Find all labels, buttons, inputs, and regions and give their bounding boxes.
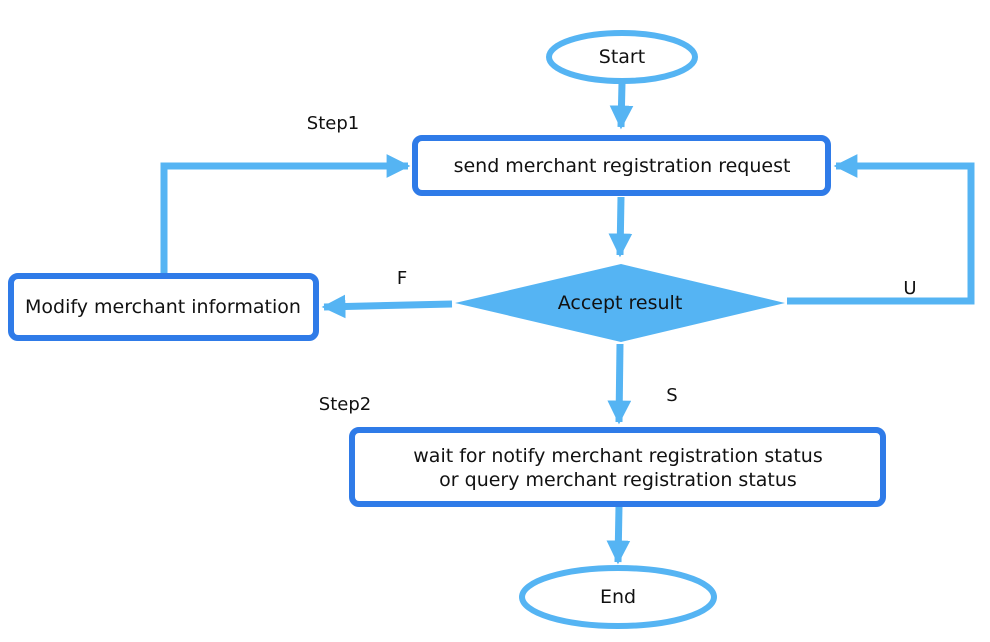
branch-unknown-label: U [903,278,916,299]
modify-info-label: Modify merchant information [25,296,301,318]
arrow-wait-to-end [606,505,631,565]
arrow-accept-unknown-to-send [787,154,975,305]
accept-result-label: Accept result [558,292,683,314]
start-terminal [546,30,698,84]
wait-notify-box [349,427,886,507]
step1-label: Step1 [307,113,359,134]
connectors [160,82,975,565]
accept-result-decision [455,264,785,342]
arrow-start-to-send [609,82,634,130]
start-label: Start [599,46,645,68]
modify-info-box [8,273,319,341]
arrow-accept-to-wait [607,343,632,425]
end-label: End [600,586,636,608]
arrow-modify-to-send [160,154,411,275]
arrow-send-to-accept [608,196,633,258]
wait-notify-line1: wait for notify merchant registration st… [413,445,822,467]
send-request-box [412,135,831,196]
end-terminal [519,565,717,629]
step2-label: Step2 [319,394,371,415]
send-request-label: send merchant registration request [454,155,791,177]
branch-fail-label: F [397,268,407,289]
arrow-accept-to-modify [321,294,453,319]
wait-notify-line2: or query merchant registration status [439,469,797,491]
branch-success-label: S [666,385,677,406]
